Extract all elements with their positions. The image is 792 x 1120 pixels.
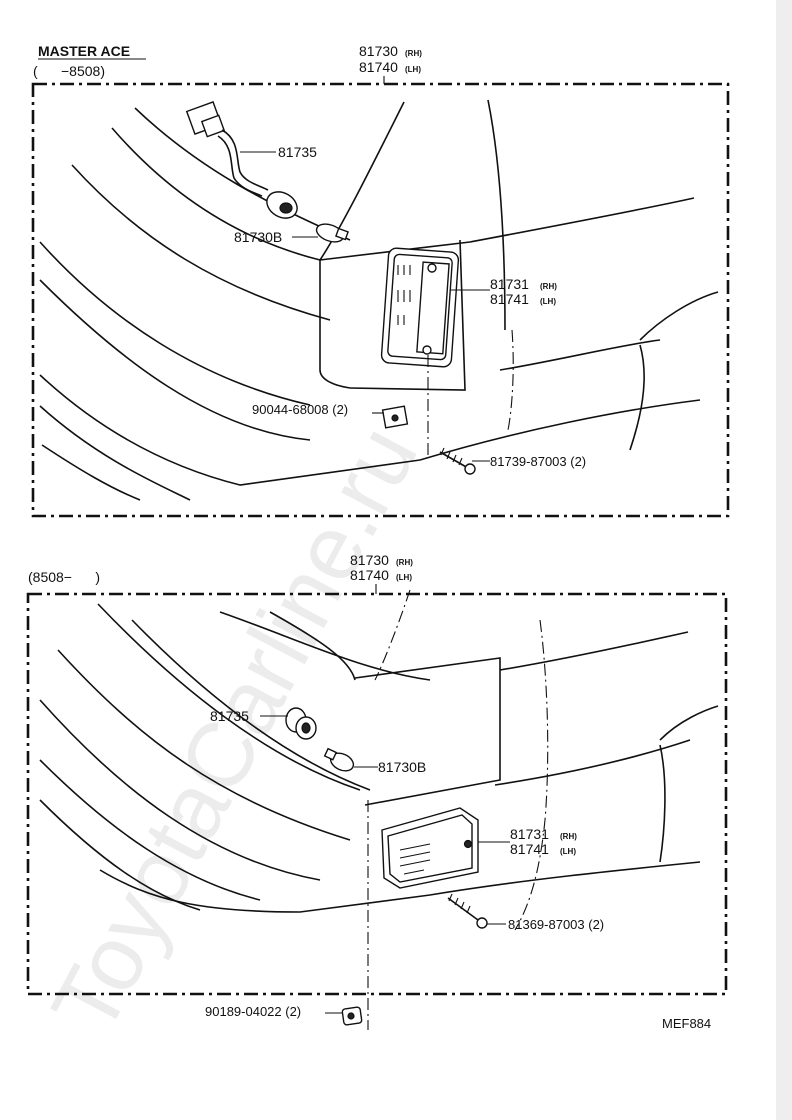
top-label-lens-rh-tag: (RH) bbox=[540, 282, 557, 291]
top-panel-frame bbox=[31, 82, 730, 518]
top-assembly-lh: 81740 bbox=[359, 59, 398, 75]
top-label-lens-rh: 81731 bbox=[490, 276, 529, 292]
top-clip bbox=[381, 405, 409, 429]
top-screw bbox=[439, 447, 476, 475]
top-assembly-lh-tag: (LH) bbox=[405, 65, 421, 74]
bottom-label-nut: 90189-04022 (2) bbox=[205, 1004, 301, 1019]
page-edge-strip bbox=[776, 0, 792, 1120]
top-label-lens-lh-tag: (LH) bbox=[540, 297, 556, 306]
top-socket-wire bbox=[185, 101, 298, 219]
diagram-code: MEF884 bbox=[662, 1016, 711, 1031]
bottom-label-bulb: 81730B bbox=[378, 759, 426, 775]
bottom-nut bbox=[341, 1006, 363, 1026]
bottom-model-range: (8508− ) bbox=[28, 569, 100, 585]
top-assembly-rh-tag: (RH) bbox=[405, 49, 422, 58]
top-model-name: MASTER ACE bbox=[38, 43, 130, 59]
top-label-clip: 90044-68008 (2) bbox=[252, 402, 348, 417]
top-label-socket: 81735 bbox=[278, 144, 317, 160]
bottom-assembly-rh: 81730 bbox=[350, 552, 389, 568]
top-lamp-lens bbox=[380, 247, 460, 368]
top-panel: MASTER ACE ( −8508) 81730 (RH) 81740 (LH… bbox=[31, 43, 730, 518]
bottom-assembly-lh-tag: (LH) bbox=[396, 573, 412, 582]
top-assembly-rh: 81730 bbox=[359, 43, 398, 59]
bottom-lamp-housing bbox=[381, 807, 479, 889]
bottom-label-lens-lh-tag: (LH) bbox=[560, 847, 576, 856]
top-model-range: ( −8508) bbox=[33, 63, 105, 79]
bottom-label-screw: 81369-87003 (2) bbox=[508, 917, 604, 932]
bottom-bulb bbox=[323, 747, 355, 772]
watermark: ToyotaCarline.ru bbox=[33, 410, 438, 1049]
bottom-assembly-rh-tag: (RH) bbox=[396, 558, 413, 567]
bottom-socket bbox=[285, 707, 317, 740]
top-label-lens-lh: 81741 bbox=[490, 291, 529, 307]
top-label-screw: 81739-87003 (2) bbox=[490, 454, 586, 469]
top-bulb bbox=[315, 223, 349, 243]
bottom-screw bbox=[447, 893, 488, 929]
bottom-label-lens-lh: 81741 bbox=[510, 841, 549, 857]
bottom-panel: (8508− ) 81730 (RH) 81740 (LH) bbox=[26, 552, 728, 1031]
bottom-panel-frame bbox=[26, 592, 728, 996]
bottom-label-lens-rh-tag: (RH) bbox=[560, 832, 577, 841]
bottom-label-socket: 81735 bbox=[210, 708, 249, 724]
bottom-assembly-lh: 81740 bbox=[350, 567, 389, 583]
bottom-label-lens-rh: 81731 bbox=[510, 826, 549, 842]
top-label-bulb: 81730B bbox=[234, 229, 282, 245]
parts-diagram: ToyotaCarline.ru MASTER ACE ( −8508) 817… bbox=[26, 43, 730, 1049]
